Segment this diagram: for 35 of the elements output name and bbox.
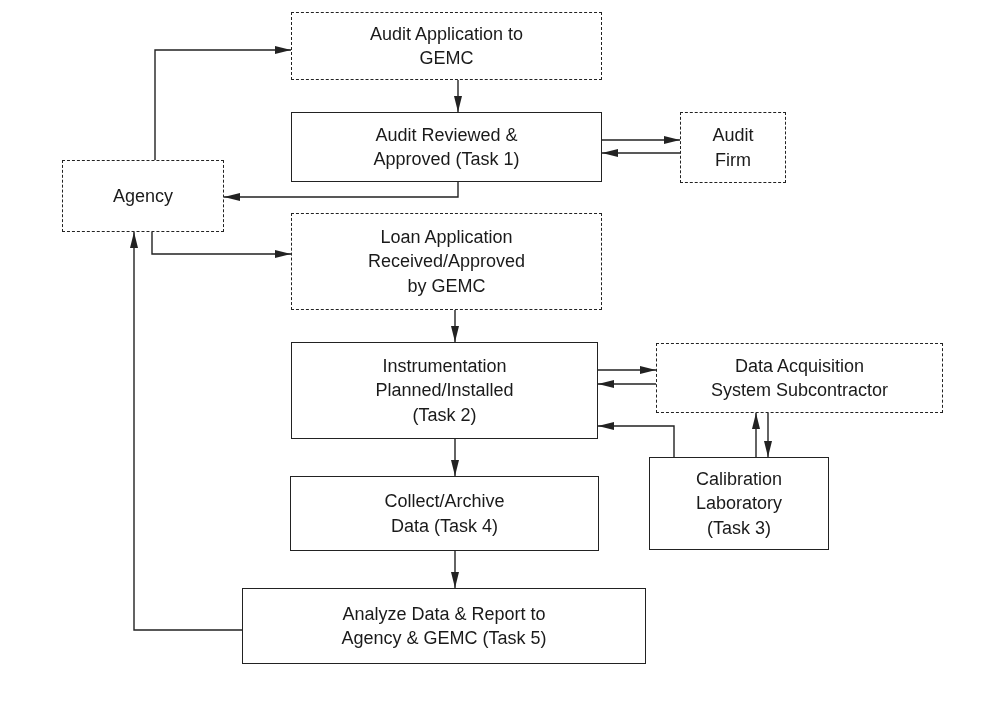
box-label: Analyze Data & Report to Agency & GEMC (Task 5) bbox=[340, 602, 548, 650]
arrow bbox=[130, 231, 243, 631]
arrow bbox=[223, 181, 459, 201]
box-label: Calibration Laboratory (Task 3) bbox=[694, 468, 784, 540]
box-label: Instrumentation Planned/Installed (Task 2) bbox=[374, 355, 515, 427]
arrow bbox=[764, 412, 772, 458]
box-label: Collect/Archive Data (Task 4) bbox=[383, 490, 506, 538]
process-box bbox=[680, 112, 786, 183]
process-box bbox=[291, 213, 602, 310]
arrow bbox=[752, 412, 760, 458]
arrow bbox=[451, 309, 459, 343]
process-box bbox=[291, 112, 602, 182]
process-box bbox=[656, 343, 943, 413]
arrow bbox=[597, 422, 675, 458]
arrow bbox=[597, 380, 657, 388]
arrow bbox=[601, 149, 681, 157]
process-box bbox=[291, 12, 602, 80]
process-box bbox=[290, 476, 599, 551]
process-box bbox=[291, 342, 598, 439]
box-label: Data Acquisition System Subcontractor bbox=[709, 354, 890, 402]
arrow bbox=[151, 231, 292, 258]
box-label: Agency bbox=[112, 184, 173, 208]
arrow bbox=[451, 438, 459, 477]
process-box bbox=[649, 457, 829, 550]
process-box bbox=[242, 588, 646, 664]
arrow bbox=[451, 550, 459, 589]
arrow bbox=[601, 136, 681, 144]
box-label: Loan Application Received/Approved by GEMC bbox=[366, 226, 527, 298]
arrow bbox=[154, 46, 292, 161]
box-label: Audit Application to GEMC bbox=[368, 22, 525, 70]
process-box bbox=[62, 160, 224, 232]
box-label: Audit Reviewed & Approved (Task 1) bbox=[372, 123, 521, 171]
arrow bbox=[597, 366, 657, 374]
arrow bbox=[454, 79, 462, 113]
box-label: Audit Firm bbox=[711, 124, 755, 172]
